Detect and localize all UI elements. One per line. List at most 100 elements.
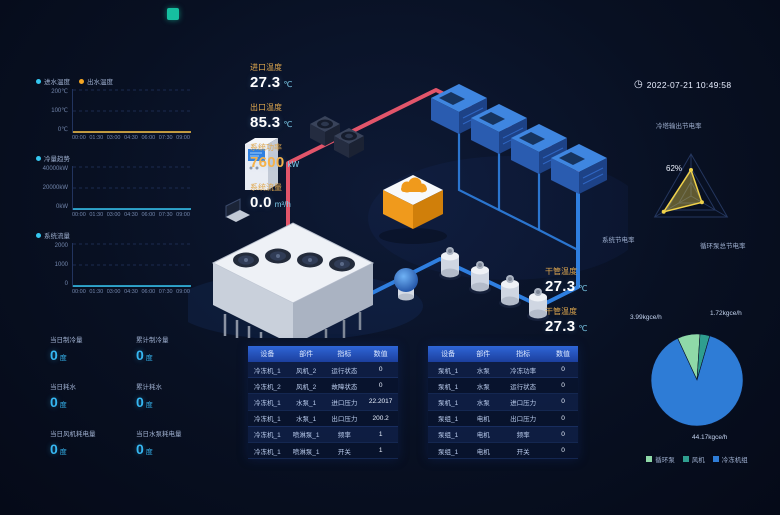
table-header-cell: 部件 <box>468 346 499 362</box>
table-header-row: 设备部件指标数值 <box>428 346 578 362</box>
table-cell: 冷冻机_1 <box>248 410 287 427</box>
table-cell: 电机 <box>468 426 499 443</box>
counter-number: 0 <box>50 347 58 363</box>
counter-label: 当日水泵耗电量 <box>136 431 182 438</box>
table-header-cell: 部件 <box>286 346 326 362</box>
table-cell: 故障状态 <box>325 377 364 395</box>
radar-axis-label: 冷塔输出节电率 <box>656 123 702 130</box>
legend-label: 出水温度 <box>87 79 113 86</box>
metric-label: 进口温度 <box>250 63 282 72</box>
x-tick-label: 03:00 <box>106 135 121 141</box>
y-tick-label: 20000kW <box>42 185 68 191</box>
counter-number: 0 <box>50 394 58 410</box>
metric-value: 27.3℃ <box>545 279 635 295</box>
table-cell: 水泵_1 <box>286 393 326 411</box>
metric-unit: ℃ <box>578 324 588 333</box>
x-tick-label: 00:00 <box>72 212 86 218</box>
table-cell: 0 <box>548 426 578 443</box>
pie-slice-冷冻机组 <box>650 335 744 427</box>
timestamp-text: 2022-07-21 10:49:58 <box>646 80 732 90</box>
table-cell: 出口压力 <box>325 410 364 427</box>
x-tick-label: 04:30 <box>124 212 138 218</box>
pump-unit <box>499 275 521 308</box>
x-tick-label: 03:00 <box>106 212 121 218</box>
x-tick-label: 01:30 <box>89 289 104 295</box>
table-cell: 泵组_1 <box>428 442 469 460</box>
chart-legend-item: 系统流量 <box>36 230 70 240</box>
chart-legend-item: 出水温度 <box>79 76 113 86</box>
pie-legend: 循环泵风机冷冻机组 <box>622 454 772 464</box>
tower-fan-icon <box>329 256 355 272</box>
x-tick-label: 04:30 <box>124 135 138 141</box>
y-tick-label: 2000 <box>54 243 68 249</box>
control-cabinet <box>245 138 278 190</box>
counter-unit: 度 <box>59 449 67 456</box>
counter-label: 累计制冷量 <box>136 337 169 344</box>
table-cell: 冷冻机_1 <box>248 393 287 411</box>
metric-number: 7600 <box>250 154 285 171</box>
table-cell: 电机 <box>468 410 499 427</box>
table-cell: 水泵 <box>468 362 499 379</box>
x-tick-label: 06:00 <box>141 135 156 141</box>
accent-chip[interactable] <box>167 8 179 20</box>
counter-unit: 度 <box>59 402 67 409</box>
metric-label: 出口温度 <box>250 103 282 112</box>
metric-unit: ℃ <box>283 120 293 129</box>
legend-label: 进水温度 <box>44 79 70 86</box>
pie-legend-item: 循环泵 <box>646 454 675 464</box>
legend-label: 冷量趋势 <box>44 156 70 163</box>
table-header-cell: 指标 <box>325 346 364 362</box>
x-tick-label: 07:30 <box>158 135 173 141</box>
energy-pie-chart: 3.99kgce/h 1.72kgce/h 44.17kgce/h 循环泵风机冷… <box>622 306 772 478</box>
pie-slice-label: 44.17kgce/h <box>692 434 728 441</box>
tower-fan-icon <box>233 252 259 268</box>
x-tick-label: 01:30 <box>89 212 104 218</box>
metric-number: 27.3 <box>545 318 576 335</box>
y-tick-label: 0kW <box>56 204 68 210</box>
chart-legend: 进水温度 出水温度 <box>36 76 206 86</box>
metric-value: 27.3℃ <box>545 319 635 335</box>
counter-unit: 度 <box>145 449 153 456</box>
table-cell: 喷淋泵_1 <box>286 426 326 443</box>
cloud-icon <box>401 177 427 193</box>
counter-number: 0 <box>136 394 144 410</box>
legend-swatch-icon <box>712 456 719 462</box>
y-tick-label: 200℃ <box>51 89 68 95</box>
counter-label: 累计耗水 <box>136 384 162 391</box>
x-tick-label: 09:00 <box>176 289 190 295</box>
counter-label: 当日制冷量 <box>50 337 83 344</box>
table-cell: 水泵 <box>468 393 499 411</box>
table-cell: 1 <box>363 426 398 443</box>
table-cell: 泵机_1 <box>428 362 469 379</box>
pie-legend-label: 风机 <box>691 457 705 464</box>
metric-unit: m³/h <box>274 200 291 209</box>
metric-number: 27.3 <box>545 278 576 295</box>
table-cell: 喷淋泵_1 <box>286 442 326 460</box>
table-header-cell: 数值 <box>548 346 578 362</box>
table-cell: 0 <box>548 393 578 411</box>
radar-value-label: 62% <box>666 164 683 173</box>
legend-swatch-icon <box>682 456 689 462</box>
